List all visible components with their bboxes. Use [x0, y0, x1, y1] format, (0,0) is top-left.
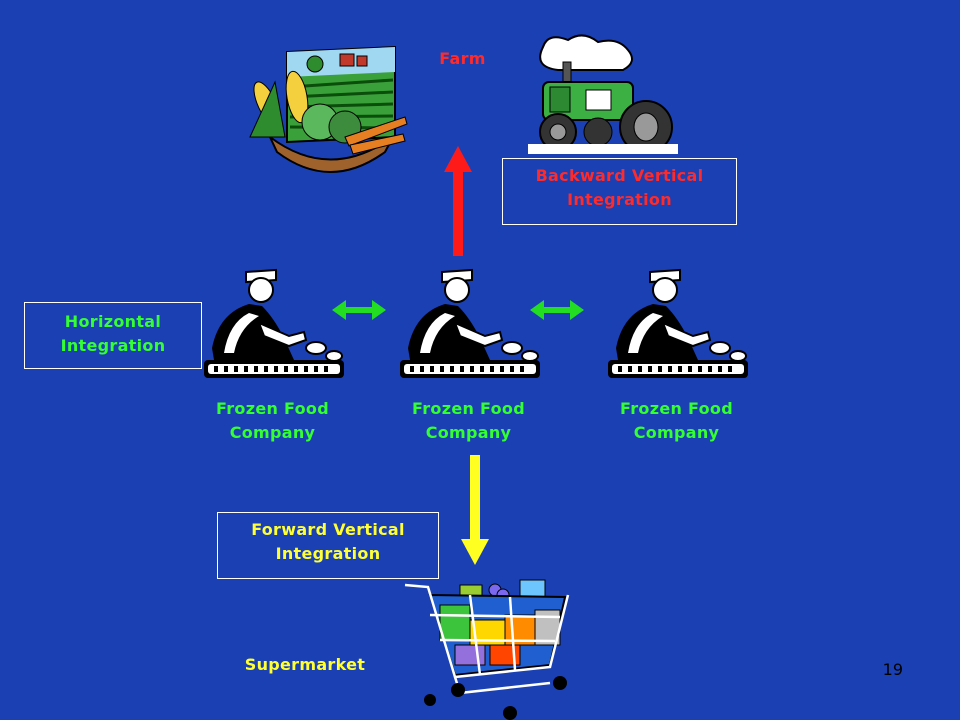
- company-label-center: Frozen Food Company: [412, 399, 525, 442]
- forward-integration-box: [217, 512, 439, 579]
- horizontal-integration-box: [24, 302, 202, 369]
- shopping-cart-icon: [404, 579, 570, 720]
- factory-worker-conveyor-icon: [400, 268, 540, 378]
- farm-produce-basket-icon: [249, 45, 408, 173]
- company-label-left: Frozen Food Company: [216, 399, 329, 442]
- forward-integration-label: Forward Vertical Integration: [251, 520, 405, 563]
- horizontal-double-arrow: [530, 300, 584, 320]
- farm-label: Farm: [439, 49, 486, 68]
- factory-worker-conveyor-icon: [608, 268, 748, 378]
- horizontal-double-arrow: [332, 300, 386, 320]
- backward-integration-label: Backward Vertical Integration: [535, 166, 704, 209]
- horizontal-integration-label: Horizontal Integration: [60, 312, 166, 355]
- factory-worker-conveyor-icon: [204, 268, 344, 378]
- company-label-right: Frozen Food Company: [620, 399, 733, 442]
- page-number: 19: [882, 660, 903, 679]
- backward-integration-box: [502, 158, 737, 225]
- down-arrow: [461, 455, 489, 565]
- supermarket-label: Supermarket: [244, 655, 366, 674]
- tractor-icon: [528, 34, 678, 154]
- up-arrow: [444, 146, 472, 256]
